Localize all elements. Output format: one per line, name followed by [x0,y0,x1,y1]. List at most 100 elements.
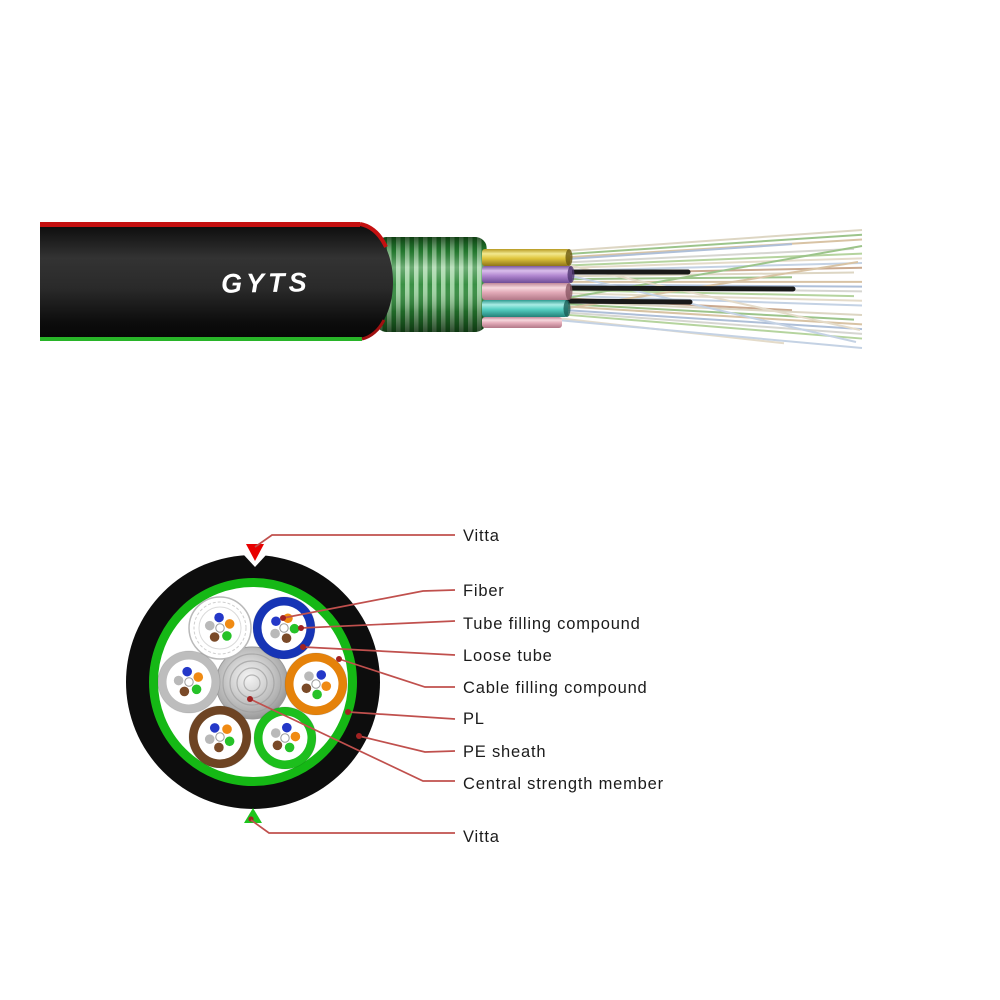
fiber-dot-center [184,677,194,687]
label-vitta-bottom: Vitta [463,828,500,846]
fiber-dot [179,686,190,697]
sheath-body [40,223,393,341]
fiber-dot [272,740,283,751]
fiber-dot [282,722,292,733]
fiber-dot [214,612,224,623]
callout-labels: Vitta Fiber Tube filling compound Loose … [463,527,664,846]
armor-shading [375,237,487,332]
anchor-dot-cable-filling [336,656,342,662]
optical-fiber [549,243,793,262]
fiber-dot [271,616,281,627]
label-vitta-top: Vitta [463,527,500,545]
outer-sheath: GYTS [40,222,393,341]
fiber-dot [209,632,220,642]
loose-tube-purple [482,266,572,283]
optical-fiber [563,289,855,298]
fiber-dot [290,731,301,742]
fiber-dot [304,671,314,681]
fiber-dot [193,672,204,682]
tube-end-cap [565,249,573,266]
fiber-dot [321,681,332,691]
fiber-dot [222,631,232,641]
loose-tubes-3d [482,249,575,328]
fiber-dot [182,666,192,677]
fiber-dot [281,633,292,643]
steel-ring [222,653,282,713]
fiber-dot [224,619,235,629]
label-cable-filling: Cable filling compound [463,679,648,697]
loose-tube-pink [482,283,570,300]
loose-tube-teal [482,300,568,317]
fiber-dot [289,623,300,634]
optical-fiber [556,319,863,349]
cable-3d-render: GYTS [40,222,863,349]
tube-brown [188,705,252,769]
anchor-dot-loose-tube [300,644,306,650]
steel-ring [229,660,275,706]
armor-corrugated-tape [375,237,487,332]
sheath-red-stripe [40,222,360,227]
tube-white [188,596,252,660]
fiber-dot-center [311,679,321,689]
leader-anchor-dots [247,615,362,739]
fiber-dot [191,684,202,695]
sheath-red-stripe-cap [359,222,388,248]
tube-blue [252,596,316,660]
leader-central-strength [249,698,455,782]
leader-cable-filling [338,658,455,688]
label-loose-tube: Loose tube [463,647,553,665]
optical-fiber [556,233,863,256]
sheath-cap-lower-rim [361,319,386,341]
optical-fiber [555,245,863,301]
anchor-dot-pl [345,709,351,715]
tube-gray [157,650,221,714]
fiber-dot [270,728,281,738]
tube-end-cap [567,266,575,283]
tube-orange [284,652,348,716]
fiber-dot [204,734,215,744]
optical-fiber [553,271,857,343]
label-fiber: Fiber [463,582,505,600]
optical-fiber [556,310,863,335]
leader-pe-sheath [358,735,456,753]
leader-tube-filling [300,620,456,629]
leader-loose-tube [302,646,456,656]
leader-lines [249,534,456,834]
fiber-dot [224,736,235,747]
steel-ring [243,674,261,692]
anchor-dot-fiber [280,615,286,621]
optical-fiber [556,294,863,307]
label-pl: PL [463,710,485,728]
anchor-dot-central-strength [247,696,253,702]
fiber-dot [204,620,215,631]
label-pe-sheath: PE sheath [463,743,546,761]
fiber-dot [284,742,295,753]
fiber-dot [173,675,184,686]
cable-cross-section: Vitta Fiber Tube filling compound Loose … [126,527,664,846]
fiber-dot [316,670,327,680]
tube-end-cap [565,283,573,300]
strength-rod [559,298,693,305]
strength-rods [557,269,796,305]
vitta-markers [243,544,267,823]
optical-fiber [549,257,863,270]
fiber-dot-center [279,623,289,633]
anchor-dot-tube-filling [298,625,304,631]
label-tube-filling: Tube filling compound [463,615,641,633]
loose-tube-inner-ring [198,606,242,650]
optical-fiber [549,229,863,253]
optical-fiber [563,305,863,326]
leader-vitta-bottom [250,819,455,834]
fiber-dot [301,683,312,694]
optical-fiber [563,313,863,340]
tube-end-cap [563,300,571,317]
fiber-dot [222,724,232,734]
fiber-dot-center [280,733,290,743]
fiber-dot-center [215,732,225,742]
fiber-dot [214,742,224,753]
fiber-dot [270,628,280,639]
fiber-dot [312,689,322,700]
label-central-strength: Central strength member [463,775,664,793]
